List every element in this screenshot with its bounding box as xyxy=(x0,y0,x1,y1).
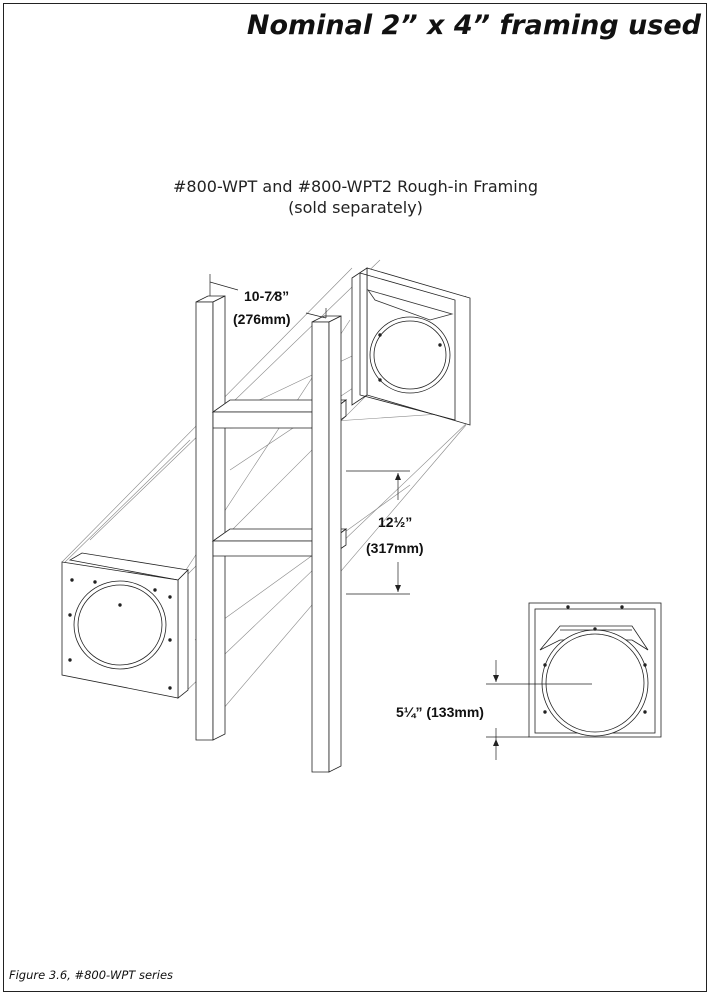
diagram-heading: #800-WPT and #800-WPT2 Rough-in Framing … xyxy=(0,176,711,218)
bracket-lower-left xyxy=(61,552,189,699)
front-view xyxy=(528,602,662,738)
diagram-heading-line1: #800-WPT and #800-WPT2 Rough-in Framing xyxy=(173,177,538,196)
dim-stud-spacing xyxy=(209,274,327,319)
stud-right xyxy=(311,315,342,773)
label-blocking-spacing: 12½” xyxy=(378,514,412,530)
label-stud-spacing: 10-7⁄8” xyxy=(244,288,289,304)
dim-blocking-spacing xyxy=(346,470,410,595)
label-offset: 5¼” (133mm) xyxy=(396,704,484,720)
page-frame xyxy=(3,3,707,992)
figure-caption: Figure 3.6, #800-WPT series xyxy=(9,968,174,982)
diagram-heading-line2: (sold separately) xyxy=(288,198,423,217)
page-title: Nominal 2” x 4” framing used xyxy=(246,10,701,41)
label-stud-spacing-metric: (276mm) xyxy=(233,311,291,327)
label-blocking-spacing-metric: (317mm) xyxy=(366,540,424,556)
back-box-upper xyxy=(351,267,471,426)
dim-offset xyxy=(486,660,592,760)
stud-left xyxy=(195,295,226,741)
